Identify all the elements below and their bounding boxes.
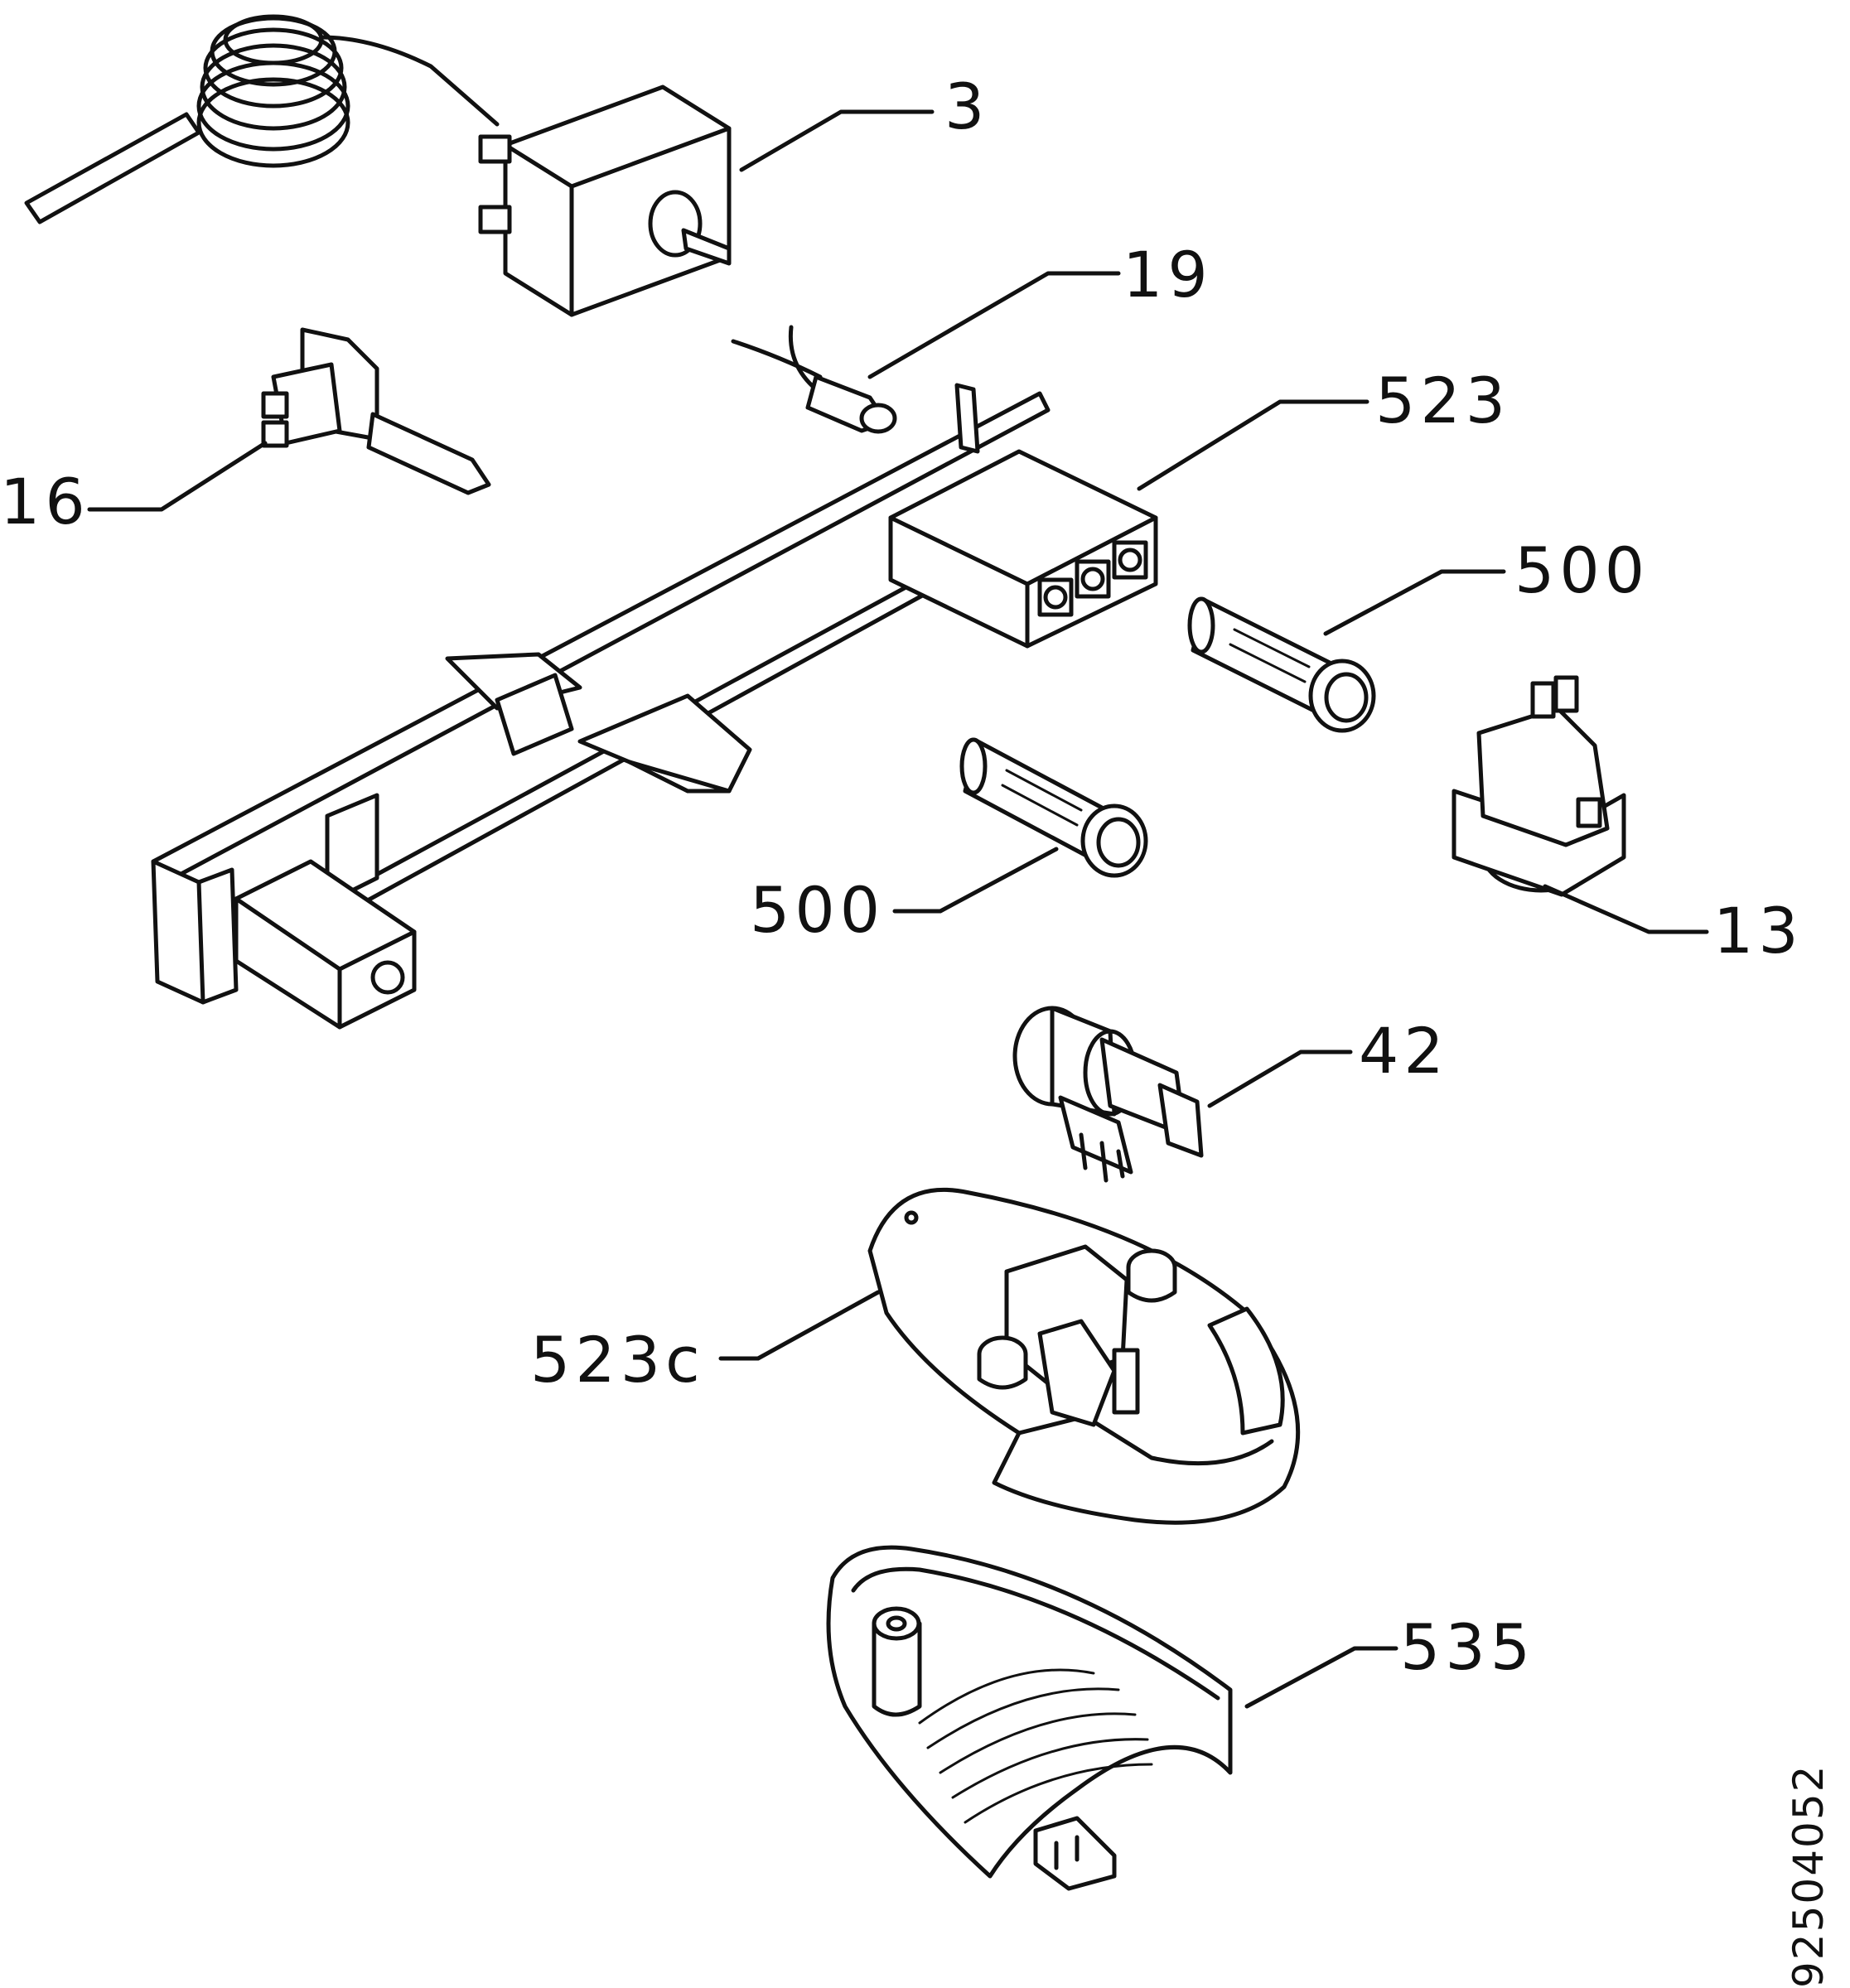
part-500-pin-lower[interactable] <box>959 737 1148 878</box>
drawing-code: 92504052 <box>1785 1764 1833 1988</box>
callout-16: 16 <box>0 465 90 538</box>
part-13-switch[interactable] <box>1452 675 1626 897</box>
callout-523c: 523c <box>530 1323 705 1397</box>
callout-3: 3 <box>944 70 989 143</box>
part-16-switch[interactable] <box>261 327 491 495</box>
leader-535 <box>1244 1646 1398 1709</box>
callout-19: 19 <box>1123 238 1213 311</box>
leader-16 <box>87 441 268 512</box>
callout-500-lower: 500 <box>750 873 885 947</box>
callout-500-upper: 500 <box>1514 533 1650 607</box>
leader-19 <box>867 271 1121 379</box>
leader-3 <box>739 109 935 172</box>
callout-13: 13 <box>1713 894 1804 967</box>
part-19-lamp[interactable] <box>731 325 897 434</box>
callout-535: 535 <box>1400 1610 1535 1684</box>
part-500-pin-upper[interactable] <box>1187 596 1376 733</box>
leader-500-upper <box>1323 569 1506 636</box>
part-523-frame[interactable] <box>151 383 1158 1030</box>
part-535-cover-shell[interactable] <box>826 1545 1233 1891</box>
part-42-lamp-holder[interactable] <box>1012 1006 1204 1183</box>
leader-523c <box>718 1290 881 1361</box>
leader-500-lower <box>892 847 1059 914</box>
part-3-thermostat[interactable] <box>24 14 732 317</box>
callout-523: 523 <box>1375 364 1510 437</box>
part-523c-cover-base[interactable] <box>867 1187 1301 1525</box>
leader-42 <box>1207 1049 1353 1108</box>
leader-13 <box>1543 884 1709 934</box>
callout-42: 42 <box>1359 1014 1449 1088</box>
leader-523 <box>1137 399 1369 491</box>
